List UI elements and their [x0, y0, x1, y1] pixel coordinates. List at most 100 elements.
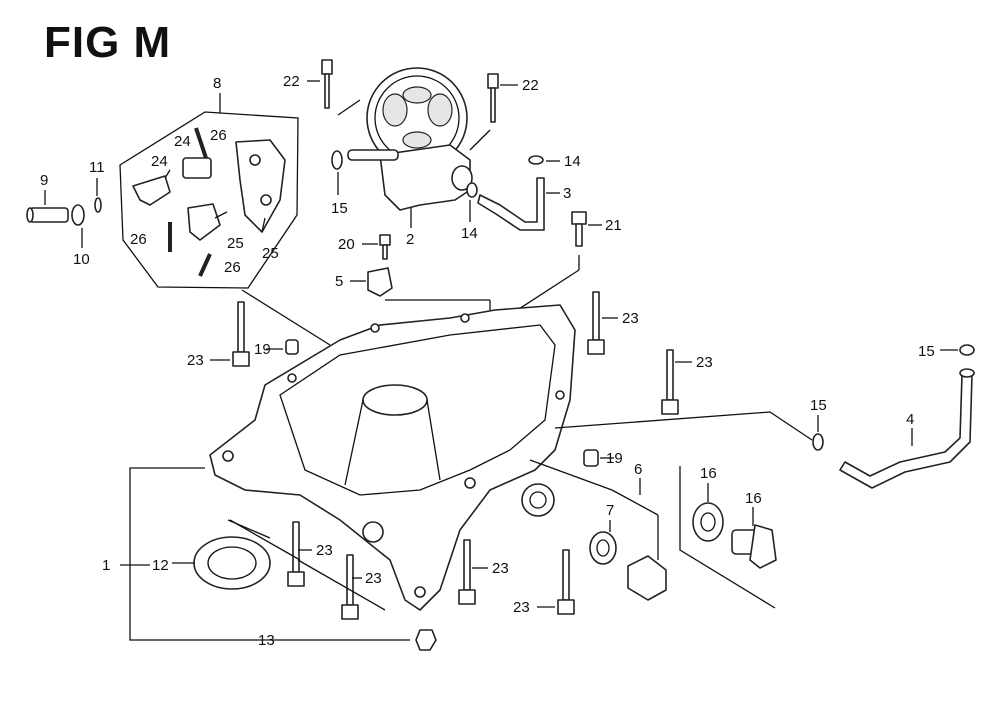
bolt-head — [341, 604, 359, 620]
governor-assembly-group — [119, 93, 299, 289]
oil-seal-part — [193, 536, 271, 590]
callout-17: 15 — [331, 200, 348, 217]
washer-part — [71, 204, 85, 226]
callout-4: 4 — [906, 411, 914, 428]
assembly-bracket — [129, 467, 410, 641]
callout-23d: 23 — [316, 542, 333, 559]
callout-23g: 23 — [513, 599, 530, 616]
bolt-head — [458, 589, 476, 605]
callout-13: 13 — [258, 632, 275, 649]
bolt-22-group — [307, 59, 518, 151]
leader-line — [337, 99, 361, 116]
bolt-shank — [575, 223, 583, 247]
callout-labels: 8 9 10 11 26 24 24 26 25 25 25 25 26 26 … — [40, 73, 935, 649]
callout-5: 5 — [335, 273, 343, 290]
callout-26b: 26 — [130, 231, 147, 248]
gear-window — [382, 93, 408, 127]
gear-window — [402, 86, 432, 104]
bolt-head — [571, 211, 587, 225]
plug-16-group — [679, 466, 777, 609]
oil-pipe-part — [477, 177, 545, 231]
figure-title: FIG M — [44, 18, 172, 67]
crankcase-port-inner — [529, 491, 547, 509]
bolt-shank — [324, 73, 330, 109]
bolt-head — [321, 59, 333, 75]
mount-hole — [464, 477, 476, 489]
leader-line — [227, 519, 271, 539]
leader-line — [469, 129, 491, 151]
fitting-part — [367, 267, 393, 297]
bolt-head — [232, 351, 250, 367]
pipe-end — [959, 368, 975, 378]
governor-lever-part — [187, 203, 221, 241]
governor-arm-part — [182, 157, 212, 179]
pipe-3-group — [331, 150, 560, 231]
callout-24a: 24 — [174, 133, 191, 150]
callout-23b: 23 — [187, 352, 204, 369]
callout-6: 6 — [634, 461, 642, 478]
leader-line — [241, 289, 331, 346]
bolt-shank — [592, 291, 600, 341]
clip-part — [812, 433, 824, 451]
plug-head-part — [749, 524, 777, 569]
bolt-head — [661, 399, 679, 415]
assembly-bracket — [679, 466, 776, 609]
callout-3: 3 — [563, 185, 571, 202]
bolt-head — [587, 339, 605, 355]
callout-24c: 25 — [227, 235, 244, 252]
crankcase-port — [521, 483, 555, 517]
boss-outline — [344, 399, 441, 486]
oil-pump-group — [347, 67, 473, 228]
oil-seal-inner — [207, 546, 257, 580]
callout-25-final: 25 — [262, 245, 279, 262]
callout-8: 8 — [213, 75, 221, 92]
bolt-hole — [287, 373, 297, 383]
shaft-end — [26, 207, 34, 223]
o-ring-part — [466, 182, 478, 198]
bolt-hole — [555, 390, 565, 400]
gear-window — [427, 93, 453, 127]
callout-23c: 23 — [696, 354, 713, 371]
bolt-23-group — [210, 291, 692, 620]
leader-line — [164, 169, 171, 179]
clip-part — [959, 344, 975, 356]
callout-22b: 22 — [522, 77, 539, 94]
callout-23a: 23 — [622, 310, 639, 327]
plug-19-group — [266, 339, 614, 467]
callout-20: 20 — [338, 236, 355, 253]
callout-14b: 14 — [461, 225, 478, 242]
gear-window — [402, 131, 432, 149]
small-bolts-group — [350, 211, 602, 297]
washer-hole — [596, 539, 610, 557]
bolt-shank — [666, 349, 674, 401]
crankshaft-boss — [362, 384, 428, 416]
callout-2: 2 — [406, 231, 414, 248]
crankcase-inner-rim — [279, 324, 556, 496]
breather-pipe-part — [839, 374, 973, 489]
callout-1: 1 — [102, 557, 110, 574]
bolt-head — [487, 73, 499, 89]
leader-line — [229, 519, 301, 561]
o-ring-part — [528, 155, 544, 165]
callout-26a: 26 — [210, 127, 227, 144]
callout-22a: 22 — [283, 73, 300, 90]
callout-11: 11 — [89, 159, 105, 176]
bolt-head — [557, 599, 575, 615]
bolt-shank — [463, 539, 471, 591]
leader-line — [529, 459, 613, 491]
mount-hole — [222, 450, 234, 462]
callout-15a: 15 — [918, 343, 935, 360]
bolt-shank — [490, 87, 496, 123]
leader-line — [554, 411, 813, 441]
leader-line — [611, 489, 659, 516]
governor-linkage-part — [235, 139, 286, 233]
callout-19b: 19 — [606, 450, 623, 467]
callout-21: 21 — [605, 217, 622, 234]
governor-pin-part — [260, 194, 272, 206]
bolt-shank — [382, 244, 388, 260]
oil-seal-group — [120, 467, 437, 651]
plug-part — [583, 449, 599, 467]
drain-plug-part — [627, 555, 667, 601]
pipe-4-group — [554, 344, 975, 489]
